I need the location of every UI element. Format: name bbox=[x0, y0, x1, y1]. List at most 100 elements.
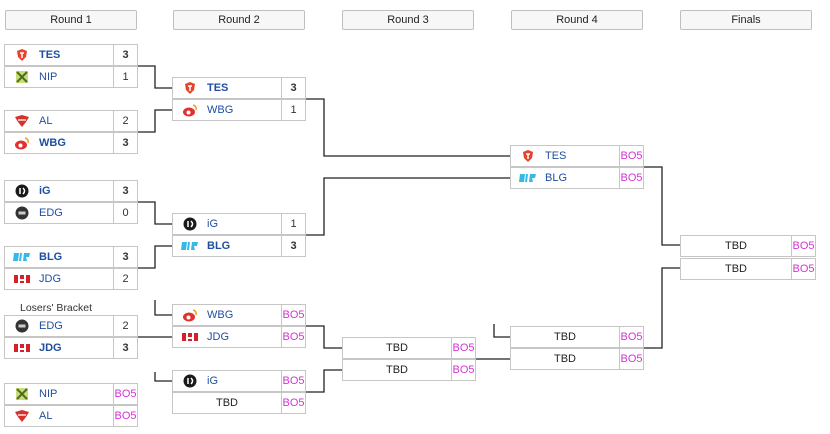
team-score: 2 bbox=[113, 269, 137, 289]
round-3-header: Round 3 bbox=[342, 10, 474, 30]
team-score: 3 bbox=[281, 236, 305, 256]
best-of-badge: BO5 bbox=[619, 349, 643, 369]
team-slot[interactable]: JDG BO5 bbox=[172, 326, 306, 348]
best-of-badge: BO5 bbox=[791, 236, 815, 256]
nip-logo-icon bbox=[13, 387, 31, 401]
team-slot[interactable]: TES 3 bbox=[4, 44, 138, 66]
al-logo-icon bbox=[13, 114, 31, 128]
best-of-badge: BO5 bbox=[451, 360, 475, 380]
team-slot[interactable]: iG 1 bbox=[172, 213, 306, 235]
team-slot[interactable]: AL BO5 bbox=[4, 405, 138, 427]
team-score: 3 bbox=[113, 338, 137, 358]
team-slot[interactable]: BLG BO5 bbox=[510, 167, 644, 189]
team-name: iG bbox=[39, 185, 51, 197]
team-score: 0 bbox=[113, 203, 137, 223]
best-of-badge: BO5 bbox=[619, 168, 643, 188]
best-of-badge: BO5 bbox=[281, 305, 305, 325]
jdg-logo-icon bbox=[181, 330, 199, 344]
best-of-badge: BO5 bbox=[281, 371, 305, 391]
team-slot[interactable]: TBD BO5 bbox=[342, 359, 476, 381]
losers-bracket-label: Losers' Bracket bbox=[20, 302, 93, 314]
connector bbox=[138, 65, 172, 89]
team-name: WBG bbox=[207, 104, 234, 116]
team-slot[interactable]: AL 2 bbox=[4, 110, 138, 132]
team-name: TBD bbox=[554, 331, 576, 343]
team-slot[interactable]: TBD BO5 bbox=[510, 326, 644, 348]
team-slot[interactable]: JDG 3 bbox=[4, 337, 138, 359]
team-name: TBD bbox=[554, 353, 576, 365]
team-score: 3 bbox=[113, 133, 137, 153]
team-name: AL bbox=[39, 115, 53, 127]
al-logo-icon bbox=[13, 409, 31, 423]
wbg-logo-icon bbox=[13, 136, 31, 150]
team-name: NIP bbox=[39, 388, 58, 400]
tes-logo-icon bbox=[519, 149, 537, 163]
team-name: BLG bbox=[39, 251, 63, 263]
team-slot[interactable]: WBG BO5 bbox=[172, 304, 306, 326]
best-of-badge: BO5 bbox=[619, 146, 643, 166]
tes-logo-icon bbox=[13, 48, 31, 62]
round-1-header: Round 1 bbox=[5, 10, 137, 30]
team-slot[interactable]: TES 3 bbox=[172, 77, 306, 99]
finals-header: Finals bbox=[680, 10, 812, 30]
team-slot[interactable]: TBD BO5 bbox=[510, 348, 644, 370]
team-slot[interactable]: BLG 3 bbox=[4, 246, 138, 268]
connector bbox=[138, 201, 172, 225]
team-name: TBD bbox=[725, 263, 747, 275]
team-score: 1 bbox=[113, 67, 137, 87]
tes-logo-icon bbox=[181, 81, 199, 95]
team-score: 3 bbox=[113, 247, 137, 267]
wbg-logo-icon bbox=[181, 103, 199, 117]
team-slot[interactable]: iG 3 bbox=[4, 180, 138, 202]
wbg-logo-icon bbox=[181, 308, 199, 322]
best-of-badge: BO5 bbox=[281, 327, 305, 347]
team-name: AL bbox=[39, 410, 53, 422]
team-score: 3 bbox=[281, 78, 305, 98]
best-of-badge: BO5 bbox=[451, 338, 475, 358]
edg-logo-icon bbox=[13, 319, 31, 333]
team-score: 2 bbox=[113, 111, 137, 131]
best-of-badge: BO5 bbox=[619, 327, 643, 347]
connector bbox=[306, 325, 342, 349]
team-slot[interactable]: WBG 1 bbox=[172, 99, 306, 121]
connector bbox=[644, 267, 680, 349]
team-name: BLG bbox=[545, 172, 568, 184]
team-name: iG bbox=[207, 218, 218, 230]
team-slot[interactable]: TBD BO5 bbox=[172, 392, 306, 414]
team-slot[interactable]: TBD BO5 bbox=[680, 258, 816, 280]
team-score: 2 bbox=[113, 316, 137, 336]
team-name: EDG bbox=[39, 320, 63, 332]
blg-logo-icon bbox=[13, 250, 31, 264]
team-name: TBD bbox=[386, 364, 408, 376]
team-score: 1 bbox=[281, 100, 305, 120]
team-score: 1 bbox=[281, 214, 305, 234]
team-slot[interactable]: TBD BO5 bbox=[680, 235, 816, 257]
team-name: JDG bbox=[39, 342, 62, 354]
connector bbox=[154, 372, 172, 382]
jdg-logo-icon bbox=[13, 272, 31, 286]
team-slot[interactable]: JDG 2 bbox=[4, 268, 138, 290]
jdg-logo-icon bbox=[13, 341, 31, 355]
connector bbox=[138, 109, 172, 133]
team-score: 3 bbox=[113, 45, 137, 65]
team-slot[interactable]: NIP BO5 bbox=[4, 383, 138, 405]
blg-logo-icon bbox=[181, 239, 199, 253]
team-slot[interactable]: TES BO5 bbox=[510, 145, 644, 167]
connector bbox=[306, 98, 510, 157]
team-slot[interactable]: NIP 1 bbox=[4, 66, 138, 88]
team-slot[interactable]: iG BO5 bbox=[172, 370, 306, 392]
team-slot[interactable]: TBD BO5 bbox=[342, 337, 476, 359]
edg-logo-icon bbox=[13, 206, 31, 220]
team-slot[interactable]: BLG 3 bbox=[172, 235, 306, 257]
ig-logo-icon bbox=[181, 374, 199, 388]
team-slot[interactable]: EDG 0 bbox=[4, 202, 138, 224]
team-name: TBD bbox=[216, 397, 238, 409]
team-slot[interactable]: WBG 3 bbox=[4, 132, 138, 154]
team-name: TES bbox=[545, 150, 567, 162]
ig-logo-icon bbox=[181, 217, 199, 231]
connector bbox=[306, 369, 342, 393]
team-slot[interactable]: EDG 2 bbox=[4, 315, 138, 337]
round-4-header: Round 4 bbox=[511, 10, 643, 30]
team-name: TES bbox=[39, 49, 61, 61]
